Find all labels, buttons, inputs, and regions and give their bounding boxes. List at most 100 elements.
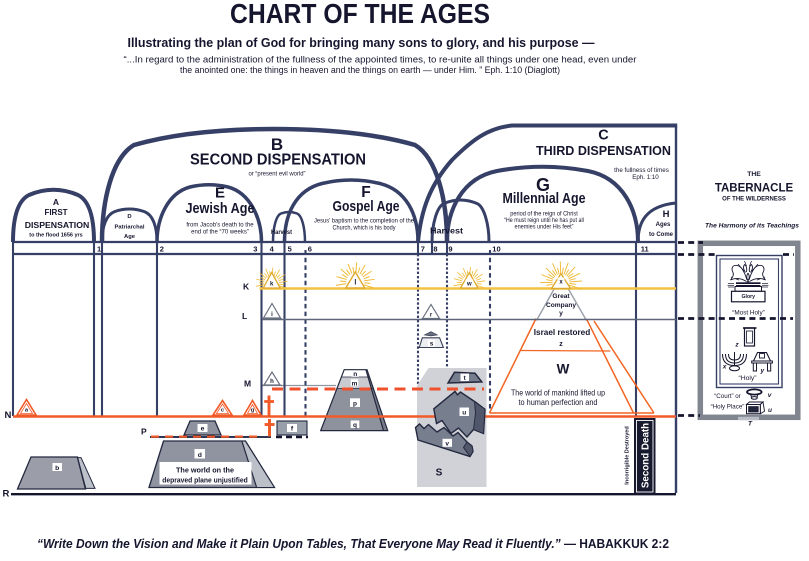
svg-text:r: r: [430, 313, 433, 319]
svg-text:F: F: [361, 184, 370, 201]
svg-text:5: 5: [288, 245, 292, 254]
svg-text:Eph. 1:10: Eph. 1:10: [632, 174, 659, 181]
svg-text:T: T: [748, 421, 753, 428]
svg-text:The Harmony of its Teachings: The Harmony of its Teachings: [705, 223, 799, 230]
svg-text:the anointed one: the things i: the anointed one: the things in heaven a…: [180, 65, 560, 75]
svg-text:k: k: [270, 281, 274, 287]
svg-text:enemies under His feet”: enemies under His feet”: [515, 225, 574, 231]
svg-text:7: 7: [421, 245, 425, 254]
svg-text:S: S: [436, 468, 443, 479]
svg-text:“...In regard to the administr: “...In regard to the administration of t…: [124, 54, 637, 64]
svg-text:Glory: Glory: [742, 294, 756, 300]
svg-text:Age: Age: [124, 234, 136, 240]
svg-text:The world on the: The world on the: [176, 465, 234, 474]
svg-text:2: 2: [160, 245, 164, 254]
svg-text:to Come: to Come: [649, 232, 674, 238]
svg-text:The world of mankind lifted up: The world of mankind lifted up: [511, 388, 605, 398]
svg-text:10: 10: [492, 245, 500, 254]
svg-text:R: R: [3, 489, 10, 500]
svg-text:Second Death: Second Death: [641, 423, 652, 488]
svg-text:Israel restored: Israel restored: [534, 328, 590, 337]
svg-text:CHART OF THE AGES: CHART OF THE AGES: [230, 0, 490, 29]
svg-text:h: h: [270, 379, 274, 385]
svg-text:Incorrigible Destroyed: Incorrigible Destroyed: [625, 426, 631, 484]
svg-text:“Write Down the Vision and Mak: “Write Down the Vision and Make it Plain…: [37, 536, 669, 551]
svg-text:Harvest: Harvest: [430, 226, 463, 236]
svg-text:K: K: [243, 282, 250, 292]
svg-text:Illustrating the plan of God f: Illustrating the plan of God for bringin…: [128, 35, 595, 50]
svg-text:G: G: [536, 175, 550, 195]
svg-text:y: y: [559, 310, 563, 317]
svg-text:W: W: [557, 362, 570, 377]
svg-text:C: C: [598, 128, 609, 144]
svg-text:q: q: [353, 422, 357, 429]
svg-text:z: z: [559, 341, 563, 348]
svg-text:“He must reign until he has pu: “He must reign until he has put all: [504, 218, 584, 224]
svg-text:B: B: [271, 135, 283, 154]
svg-text:Jesus’ baptism to the completi: Jesus’ baptism to the completion of the: [314, 218, 415, 225]
svg-text:TABERNACLE: TABERNACLE: [715, 183, 794, 195]
svg-text:L: L: [242, 311, 247, 321]
svg-text:Harvest: Harvest: [271, 230, 292, 236]
svg-text:x: x: [559, 279, 563, 285]
svg-text:to the flood 1656 yrs: to the flood 1656 yrs: [29, 233, 83, 239]
svg-text:c: c: [221, 407, 225, 413]
svg-text:THIRD DISPENSATION: THIRD DISPENSATION: [536, 144, 671, 158]
svg-text:y: y: [759, 368, 764, 375]
svg-text:A: A: [53, 197, 59, 207]
svg-text:e: e: [201, 426, 205, 433]
svg-text:“Holy Place”: “Holy Place”: [711, 404, 745, 411]
svg-text:THE: THE: [747, 171, 761, 178]
svg-text:v: v: [768, 392, 772, 399]
svg-text:p: p: [353, 400, 357, 407]
svg-text:SECOND DISPENSATION: SECOND DISPENSATION: [190, 152, 366, 169]
svg-text:H: H: [663, 209, 670, 220]
svg-text:Ages: Ages: [656, 222, 671, 228]
svg-text:M: M: [244, 379, 251, 389]
svg-text:9: 9: [448, 245, 452, 254]
svg-text:the fullness of times: the fullness of times: [614, 167, 669, 174]
svg-text:n: n: [353, 371, 357, 378]
svg-text:OF THE WILDERNESS: OF THE WILDERNESS: [722, 197, 786, 203]
svg-text:“Most Holy”: “Most Holy”: [732, 310, 765, 317]
svg-text:E: E: [215, 185, 225, 202]
svg-text:from Jacob’s death to the: from Jacob’s death to the: [186, 223, 254, 229]
svg-text:v: v: [445, 441, 449, 448]
svg-text:Company: Company: [546, 302, 576, 309]
svg-text:period of the reign of Christ: period of the reign of Christ: [510, 212, 578, 218]
svg-text:or “present evil world”: or “present evil world”: [249, 172, 306, 178]
svg-text:depraved plane unjustified: depraved plane unjustified: [162, 475, 248, 484]
svg-text:D: D: [127, 214, 131, 220]
svg-text:Gospel Age: Gospel Age: [333, 198, 400, 215]
svg-text:u: u: [462, 410, 466, 417]
svg-text:Church, which is his body: Church, which is his body: [333, 225, 397, 232]
svg-text:u: u: [768, 407, 772, 414]
svg-text:t: t: [464, 375, 467, 382]
svg-text:a: a: [25, 407, 29, 413]
svg-text:Great: Great: [552, 293, 570, 300]
svg-text:“Holy”: “Holy”: [738, 375, 757, 382]
svg-text:to human perfection and: to human perfection and: [519, 397, 598, 407]
svg-text:i: i: [271, 312, 273, 318]
svg-text:d: d: [198, 452, 202, 459]
svg-text:P: P: [141, 427, 147, 437]
svg-text:1: 1: [97, 245, 101, 254]
svg-text:DISPENSATION: DISPENSATION: [25, 220, 90, 230]
svg-text:4: 4: [270, 245, 275, 254]
svg-text:Millennial Age: Millennial Age: [503, 190, 586, 207]
svg-text:3: 3: [253, 245, 257, 254]
svg-text:x: x: [722, 364, 727, 371]
svg-text:“Court” or: “Court” or: [714, 393, 740, 400]
svg-text:N: N: [5, 410, 12, 421]
svg-text:f: f: [291, 426, 294, 433]
svg-text:m: m: [352, 380, 358, 387]
svg-text:Patriarchal: Patriarchal: [115, 225, 145, 231]
svg-text:8: 8: [433, 245, 437, 254]
svg-text:s: s: [430, 341, 434, 348]
svg-text:Jewish Age: Jewish Age: [186, 200, 255, 217]
svg-text:11: 11: [641, 245, 649, 254]
svg-text:z: z: [734, 342, 739, 349]
svg-text:l: l: [354, 280, 356, 287]
svg-text:FIRST: FIRST: [44, 208, 67, 217]
svg-text:g: g: [251, 407, 255, 413]
